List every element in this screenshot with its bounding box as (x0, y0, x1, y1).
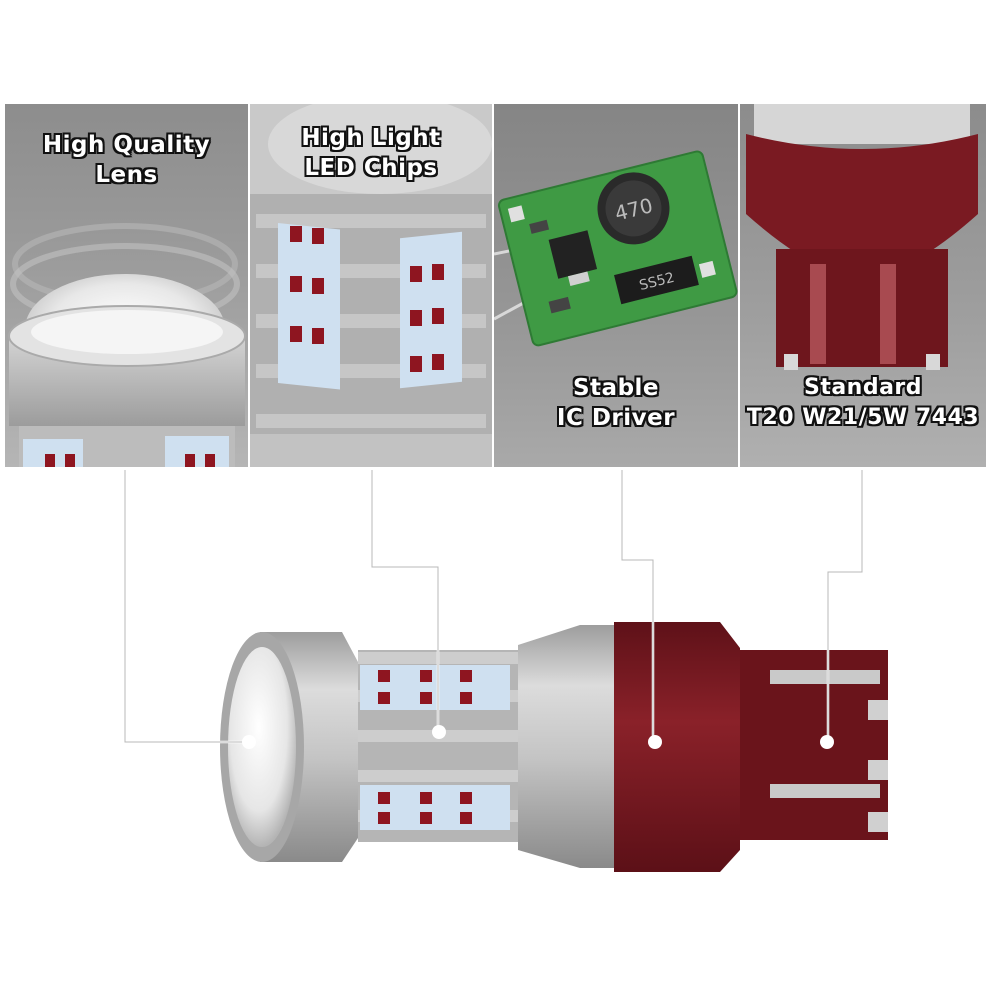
feature-label-lens: High Quality Lens (42, 132, 211, 188)
ic-driver-board-image: 470 SS52 (494, 150, 738, 347)
feature-label-standard-base: Standard T20 W21/5W 7443 (746, 375, 980, 430)
bulb-base-closeup-image (746, 104, 978, 370)
lens-closeup-image (8, 223, 246, 467)
feature-panel-led-chips: High Light LED Chips (250, 104, 492, 467)
feature-panel-ic-driver: 470 SS52 Stable IC Driver (494, 104, 738, 467)
led-chips-closeup-image (250, 104, 492, 467)
feature-panel-lens: High Quality Lens (5, 104, 248, 467)
feature-panel-standard-base: Standard T20 W21/5W 7443 (740, 104, 986, 467)
feature-label-led-chips: High Light LED Chips (301, 125, 441, 181)
feature-label-ic-driver: Stable IC Driver (556, 375, 676, 431)
